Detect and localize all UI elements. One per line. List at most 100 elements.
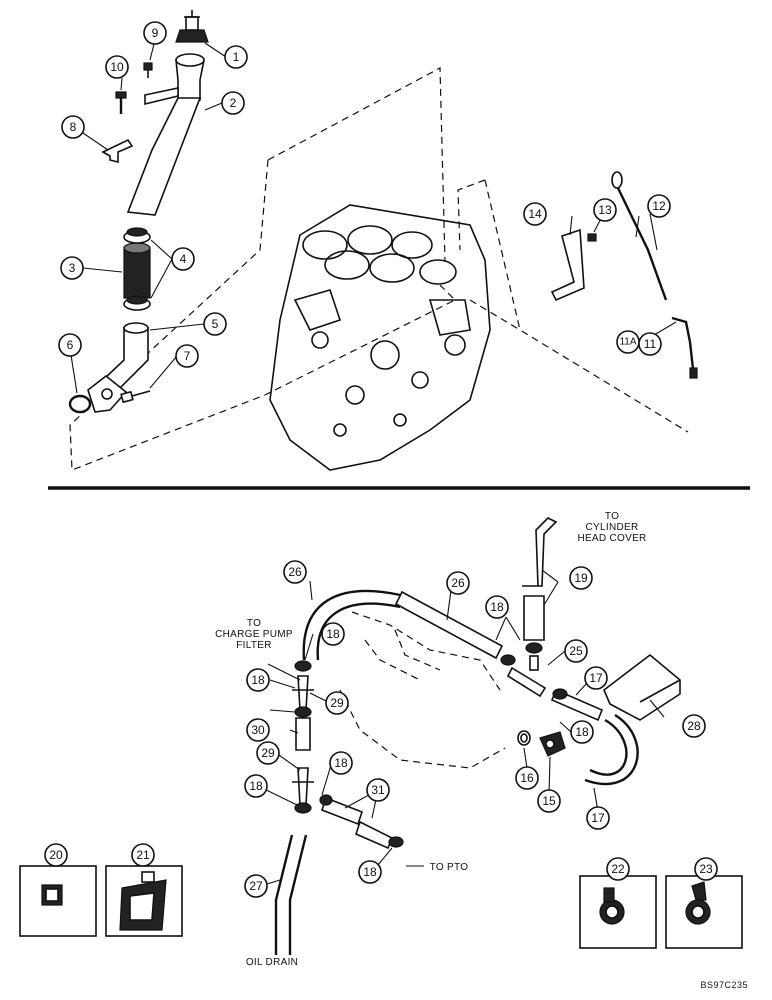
washer-16 [517, 730, 531, 746]
bolt-7 [120, 390, 151, 404]
inset-23 [665, 875, 743, 949]
callout-15: 15 [537, 789, 561, 813]
hose-31 [321, 796, 394, 850]
bracket-8 [101, 138, 134, 164]
svg-text:30: 30 [251, 723, 265, 737]
callout-18-e: 18 [329, 751, 353, 775]
inset-20 [19, 865, 97, 937]
svg-text:29: 29 [261, 746, 275, 760]
callout-11: 11 [638, 332, 662, 356]
label-to-charge-1: TO [247, 618, 261, 629]
callout-3: 3 [60, 256, 84, 280]
filler-cap [175, 10, 209, 43]
svg-text:18: 18 [363, 865, 377, 879]
label-to-charge-3: FILTER [236, 640, 272, 651]
elbow-tube-5 [87, 322, 149, 413]
o-ring-6 [68, 394, 92, 414]
svg-text:21: 21 [136, 848, 150, 862]
callout-18-f: 18 [244, 774, 268, 798]
callout-12: 12 [647, 194, 671, 218]
callout-14: 14 [523, 202, 547, 226]
svg-text:19: 19 [574, 571, 588, 585]
callout-1: 1 [224, 45, 248, 69]
callout-23: 23 [694, 857, 718, 881]
filler-tube [126, 53, 205, 216]
callout-26-left: 26 [283, 560, 307, 584]
screw-13 [587, 233, 597, 242]
callout-17-bottom: 17 [586, 806, 610, 830]
inset-21 [105, 865, 183, 937]
hose-26 [302, 589, 504, 661]
svg-text:11A: 11A [619, 337, 636, 348]
screw-9 [143, 62, 153, 78]
callout-11a: 11A [616, 330, 640, 354]
callout-13: 13 [593, 198, 617, 222]
callout-21: 21 [131, 843, 155, 867]
hose-clamps-4 [123, 227, 151, 311]
callout-17-top: 17 [584, 666, 608, 690]
svg-text:7: 7 [184, 349, 191, 363]
label-to-cylinder-1: TO [605, 511, 619, 522]
svg-text:10: 10 [110, 60, 124, 74]
callout-27: 27 [244, 874, 268, 898]
svg-text:18: 18 [490, 600, 504, 614]
label-to-charge-2: CHARGE PUMP [215, 629, 293, 640]
callout-4: 4 [171, 247, 195, 271]
engine-block [69, 67, 689, 471]
svg-text:20: 20 [49, 848, 63, 862]
callout-28: 28 [682, 714, 706, 738]
callout-10: 10 [105, 55, 129, 79]
callout-29-bottom: 29 [256, 741, 280, 765]
callout-20: 20 [44, 843, 68, 867]
svg-text:28: 28 [687, 719, 701, 733]
callout-16: 16 [515, 766, 539, 790]
svg-text:12: 12 [652, 199, 666, 213]
callout-2: 2 [221, 91, 245, 115]
svg-text:11: 11 [644, 337, 657, 351]
callout-9: 9 [143, 21, 167, 45]
callout-29-top: 29 [325, 691, 349, 715]
svg-text:22: 22 [611, 862, 625, 876]
label-to-cylinder-3: HEAD COVER [577, 533, 646, 544]
hose-27 [274, 834, 308, 955]
callout-18-b: 18 [321, 622, 345, 646]
svg-text:18: 18 [251, 673, 265, 687]
bolt-10 [115, 91, 127, 114]
dipstick-tube-11 [671, 316, 698, 379]
bracket-14 [550, 228, 585, 302]
callout-22: 22 [606, 857, 630, 881]
callout-6: 6 [58, 333, 82, 357]
label-oil-drain: OIL DRAIN [246, 957, 298, 968]
svg-text:13: 13 [598, 203, 612, 217]
bracket-28 [603, 653, 681, 721]
svg-text:3: 3 [69, 261, 76, 275]
svg-text:26: 26 [288, 565, 302, 579]
callout-7: 7 [175, 344, 199, 368]
callout-18-a: 18 [485, 595, 509, 619]
svg-text:5: 5 [212, 317, 219, 331]
hose-3 [123, 242, 151, 299]
svg-text:8: 8 [70, 120, 77, 134]
svg-text:2: 2 [230, 96, 237, 110]
inset-22 [579, 875, 657, 949]
svg-text:14: 14 [528, 207, 542, 221]
callout-30: 30 [246, 718, 270, 742]
callout-5: 5 [203, 312, 227, 336]
svg-text:4: 4 [180, 252, 187, 266]
callout-18-g: 18 [358, 860, 382, 884]
label-to-pto: TO PTO [430, 862, 469, 873]
svg-text:15: 15 [542, 794, 556, 808]
svg-text:26: 26 [451, 576, 465, 590]
svg-text:6: 6 [67, 338, 74, 352]
dipstick-12 [611, 171, 668, 301]
svg-text:18: 18 [575, 725, 589, 739]
callout-25: 25 [564, 639, 588, 663]
svg-text:18: 18 [334, 756, 348, 770]
svg-text:25: 25 [569, 644, 583, 658]
svg-text:9: 9 [152, 26, 159, 40]
tee-25 [506, 655, 547, 698]
svg-text:18: 18 [326, 627, 340, 641]
svg-text:17: 17 [589, 671, 603, 685]
label-to-cylinder-2: CYLINDER [586, 522, 639, 533]
